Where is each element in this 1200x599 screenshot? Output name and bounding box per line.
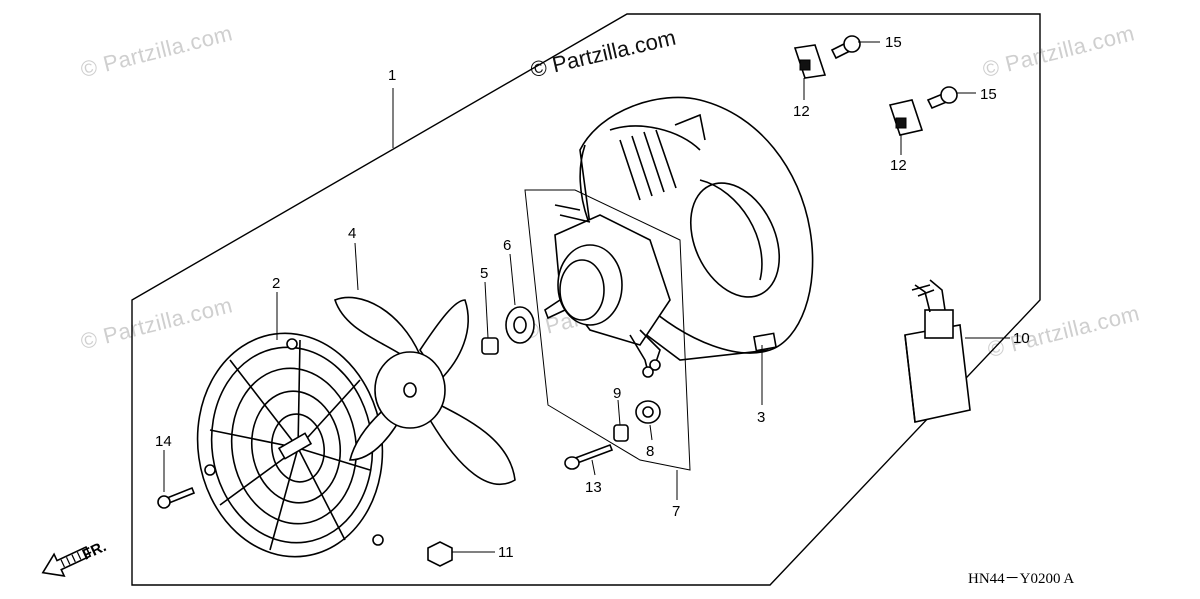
clip-12-lower [888,99,924,136]
callout-4: 4 [348,225,356,242]
callout-8: 8 [646,443,654,460]
grommet [635,400,661,424]
fan-guard [196,332,384,558]
callout-1: 1 [388,67,396,84]
callout-15a: 15 [885,34,902,51]
leader-8 [649,424,653,441]
callout-10: 10 [1013,330,1030,347]
assembly-frame [131,13,1041,586]
nut-11 [427,541,453,567]
screw-15-upper [830,35,861,60]
bolt-13 [564,443,614,470]
screw-14 [157,486,196,509]
callout-5: 5 [480,265,488,282]
callout-9: 9 [613,385,621,402]
callout-11: 11 [498,544,514,561]
motor-assembly-frame [524,189,691,471]
diagram-code: HN44－Y0200 A [968,571,1074,587]
front-label: FR. [80,538,109,564]
clip-12-upper [793,44,827,79]
collar-9 [613,424,629,442]
leader-5 [484,281,489,339]
collar [481,337,499,355]
callout-7: 7 [672,503,680,520]
front-arrow [41,545,92,577]
leader-13 [591,459,596,476]
leader-6 [509,253,516,306]
bushing [505,306,535,344]
fan-relay [904,279,971,423]
leader-9 [617,399,621,426]
callout-2: 2 [272,275,280,292]
callout-14: 14 [155,433,172,450]
callout-3: 3 [757,409,765,426]
fan-blade [334,296,516,486]
callout-13: 13 [585,479,602,496]
callout-12b: 12 [890,157,907,174]
callout-12a: 12 [793,103,810,120]
fan-motor [544,204,671,378]
leader-4 [354,242,359,291]
callout-6: 6 [503,237,511,254]
callout-15b: 15 [980,86,997,103]
screw-15-lower [926,86,958,110]
